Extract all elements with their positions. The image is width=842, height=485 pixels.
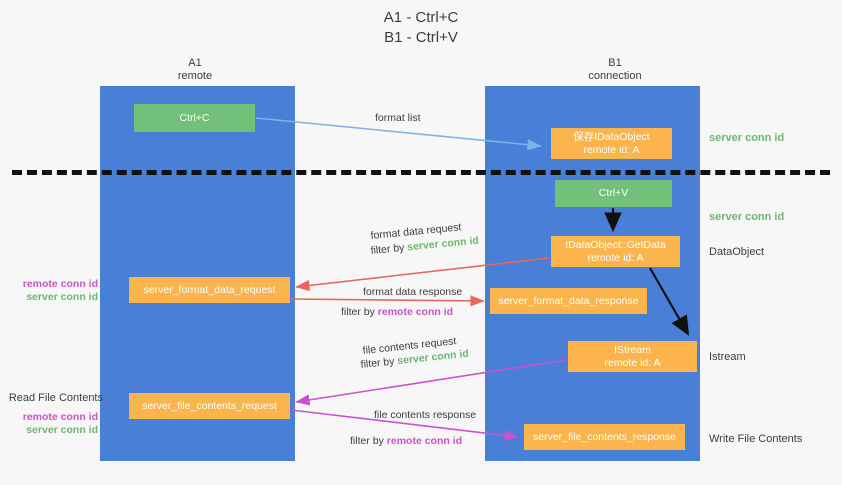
column-header-a1: A1 remote [177,57,213,82]
box-istream[interactable]: IStream remote id: A [568,341,697,372]
edge-label-file-contents-response-filter: filter by remote conn id [350,434,462,448]
label-istream: Istream [709,351,746,363]
label-conn-ids-upper: remote conn id server conn id [8,278,98,304]
box-idataobject[interactable]: 保存IDataObject remote id: A [551,128,672,159]
label-server-conn-id-top: server conn id [709,132,785,144]
edge-label-format-data-response-filter: filter by remote conn id [341,305,453,319]
page-title: A1 - Ctrl+C B1 - Ctrl+V [383,9,459,46]
label-read-file-contents: Read File Contents [8,392,103,404]
label-conn-ids-lower: remote conn id server conn id [8,411,98,437]
label-write-file-contents: Write File Contents [709,433,803,445]
edge-label-format-data-response: format data response [363,286,463,298]
box-idataobject-getdata[interactable]: IDataObject::GetData remote id: A [551,236,680,267]
box-ctrl-v[interactable]: Ctrl+V [555,180,672,207]
label-remote-conn-id-lower: remote conn id [22,411,98,423]
filter-value-remote-conn-id: remote conn id [377,306,454,318]
box-ctrl-c[interactable]: Ctrl+C [134,104,255,132]
label-remote-conn-id-upper: remote conn id [22,278,98,290]
phase-divider [12,170,830,175]
box-server-format-data-response[interactable]: server_format_data_response [490,288,647,314]
label-server-conn-id-upper: server conn id [26,291,98,303]
edge-label-format-list: format list [375,112,421,124]
label-dataobject: DataObject [709,246,765,258]
box-server-file-contents-request[interactable]: server_file_contents_request [129,393,290,419]
filter-prefix: filter by [360,355,398,371]
arrow-format-data-response [290,295,485,307]
column-header-b1: B1 connection [588,57,642,82]
filter-prefix: filter by [370,241,408,257]
filter-value-remote-conn-id: remote conn id [386,435,463,447]
label-server-conn-id-lower: server conn id [26,424,98,436]
filter-prefix: filter by [341,306,378,318]
box-server-file-contents-response[interactable]: server_file_contents_response [524,424,685,450]
filter-prefix: filter by [350,435,387,447]
box-server-format-data-request[interactable]: server_format_data_request [129,277,290,303]
label-server-conn-id-mid: server conn id [709,211,785,223]
edge-label-file-contents-response: file contents response [374,409,477,421]
